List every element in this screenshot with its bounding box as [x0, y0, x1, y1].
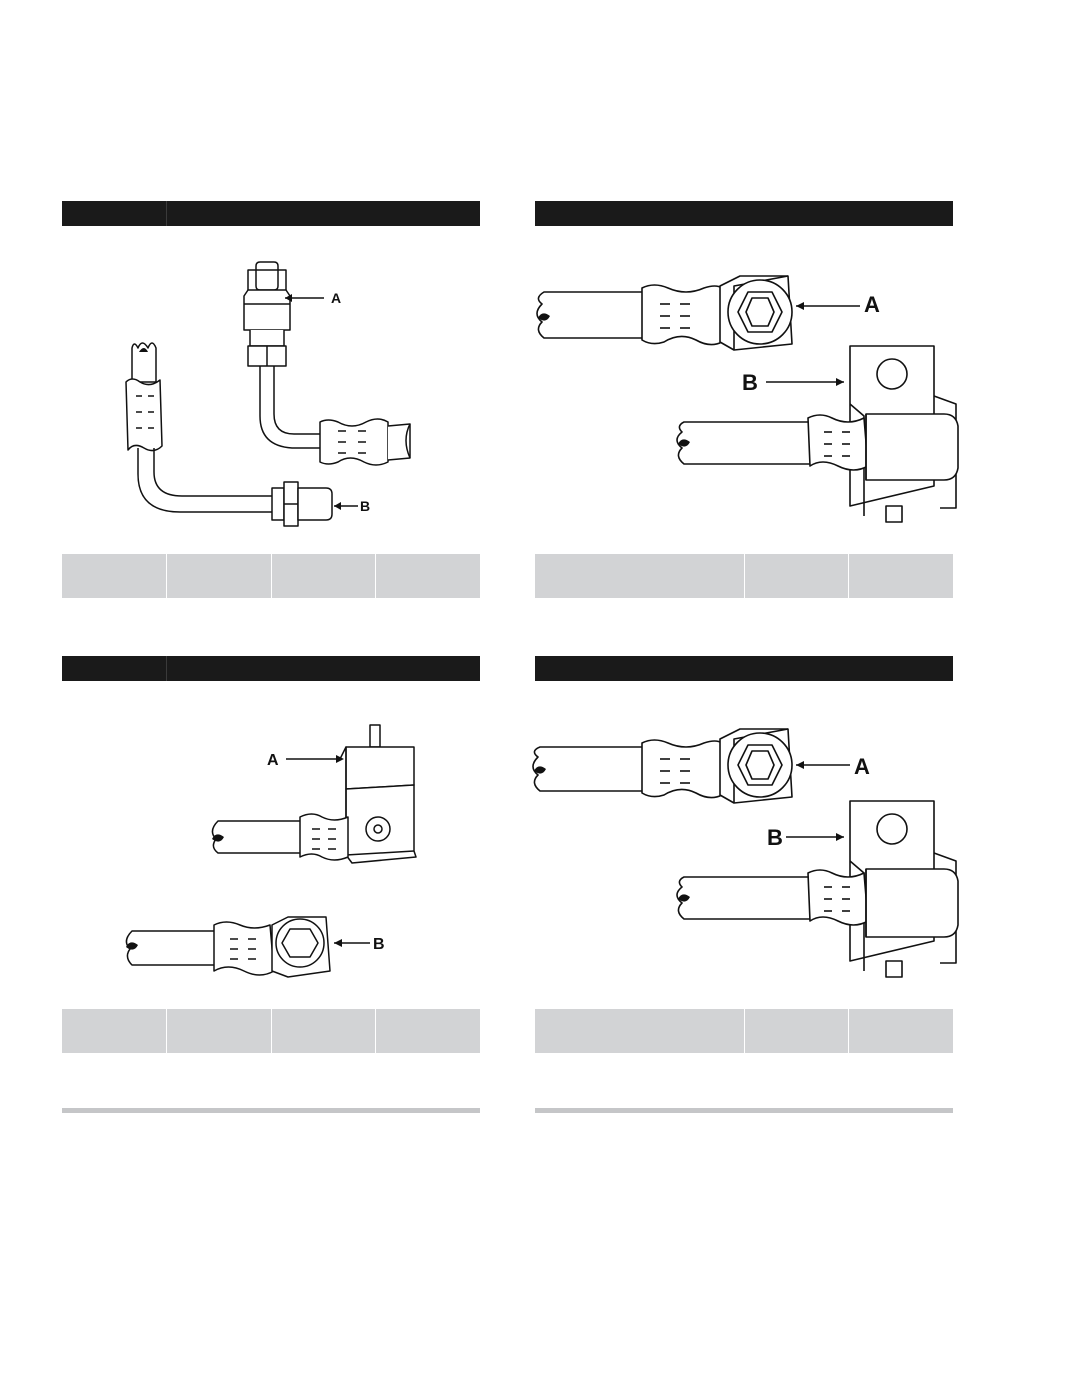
panel-2-header-bar: [535, 201, 953, 226]
callout-a: A: [267, 752, 279, 769]
callout-b: B: [360, 498, 370, 514]
panel-3-table: [62, 1009, 480, 1053]
brake-hose-flare-illustration: A B: [125, 261, 411, 527]
panel-3-header-bar: [62, 656, 480, 681]
callout-a: A: [854, 754, 870, 779]
panel-2-table: [535, 554, 953, 598]
panel-1-header-bar: [62, 201, 480, 226]
callout-b: B: [742, 370, 758, 395]
panel-4-table: [535, 1009, 953, 1053]
callout-b: B: [767, 825, 783, 850]
brake-hose-banjo-illustration: A B: [536, 275, 959, 523]
callout-a: A: [864, 292, 880, 317]
panel-3-bottom-rule: [62, 1108, 480, 1113]
panel-1-table: [62, 554, 480, 598]
panel-4-header-bar: [535, 656, 953, 681]
brake-hose-banjo-bracket-illustration: A B: [532, 728, 959, 978]
callout-b: B: [373, 936, 385, 953]
callout-a: A: [331, 290, 341, 306]
brake-hose-bracket-illustration: A B: [125, 724, 417, 978]
panel-4-bottom-rule: [535, 1108, 953, 1113]
